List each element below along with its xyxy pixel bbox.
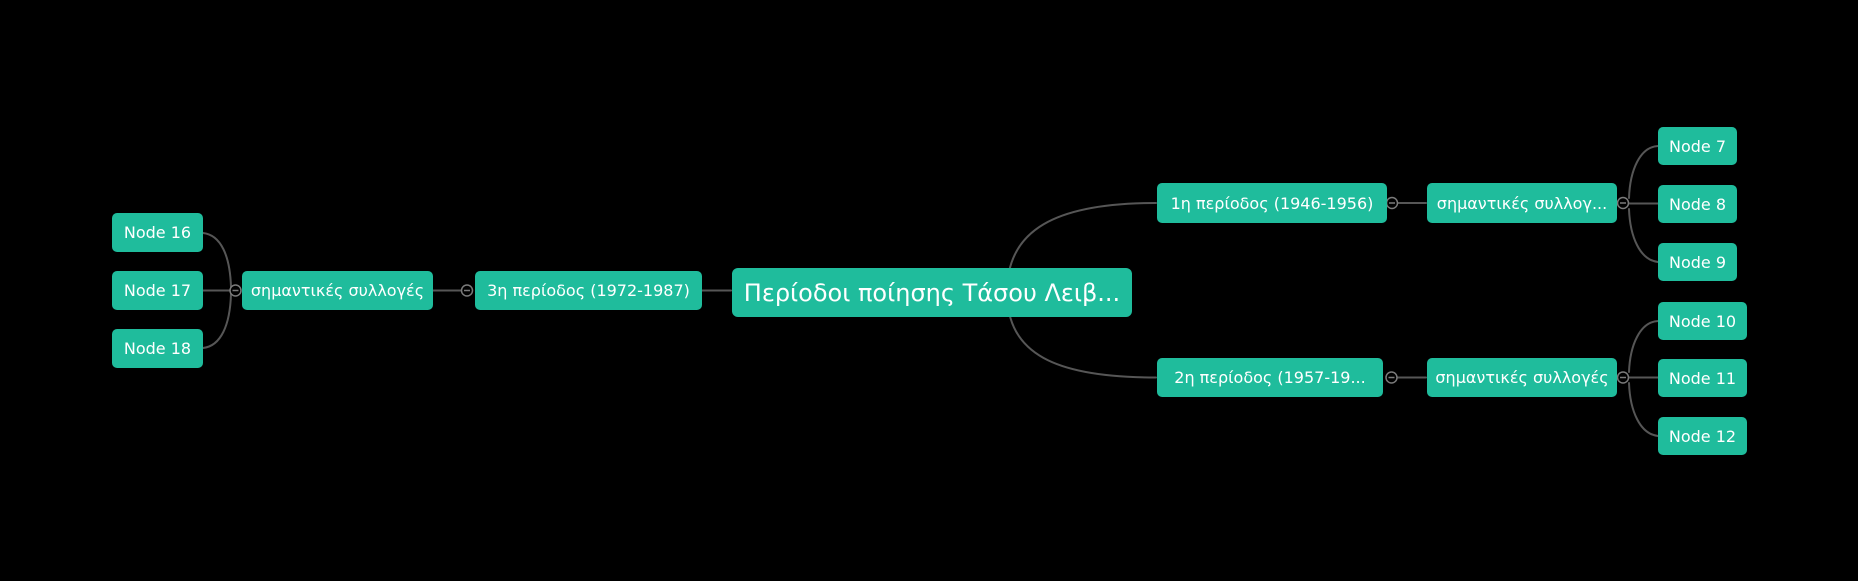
node-18[interactable]: Node 18 <box>112 329 203 368</box>
connector-line <box>1628 208 1659 263</box>
node-period-2[interactable]: 2η περίοδος (1957-19... <box>1157 358 1383 397</box>
node-7[interactable]: Node 7 <box>1658 127 1737 165</box>
expander-period-3[interactable] <box>460 284 474 297</box>
expander-collections-left[interactable] <box>229 284 242 297</box>
node-period-3[interactable]: 3η περίοδος (1972-1987) <box>475 271 702 310</box>
node-8[interactable]: Node 8 <box>1658 185 1737 223</box>
node-12[interactable]: Node 12 <box>1658 417 1747 455</box>
node-10[interactable]: Node 10 <box>1658 302 1747 340</box>
node-17[interactable]: Node 17 <box>112 271 203 310</box>
node-period-1[interactable]: 1η περίοδος (1946-1956) <box>1157 183 1387 223</box>
node-9[interactable]: Node 9 <box>1658 243 1737 281</box>
expander-period-2[interactable] <box>1385 371 1398 384</box>
connector-line <box>202 232 232 288</box>
connector-line <box>1628 382 1659 437</box>
connector-line <box>202 293 232 349</box>
node-collections-2[interactable]: σημαντικές συλλογές <box>1427 358 1617 397</box>
expander-collections-2[interactable] <box>1616 371 1630 384</box>
mindmap-root-node[interactable]: Περίοδοι ποίησης Τάσου Λειβ... <box>732 268 1132 317</box>
connector-line <box>1628 320 1659 373</box>
node-collections-1[interactable]: σημαντικές συλλογ... <box>1427 183 1617 223</box>
expander-collections-1[interactable] <box>1616 196 1630 210</box>
node-collections-left[interactable]: σημαντικές συλλογές <box>242 271 433 310</box>
node-16[interactable]: Node 16 <box>112 213 203 252</box>
node-11[interactable]: Node 11 <box>1658 359 1747 397</box>
connector-line <box>1628 145 1659 199</box>
expander-period-1[interactable] <box>1385 196 1399 210</box>
